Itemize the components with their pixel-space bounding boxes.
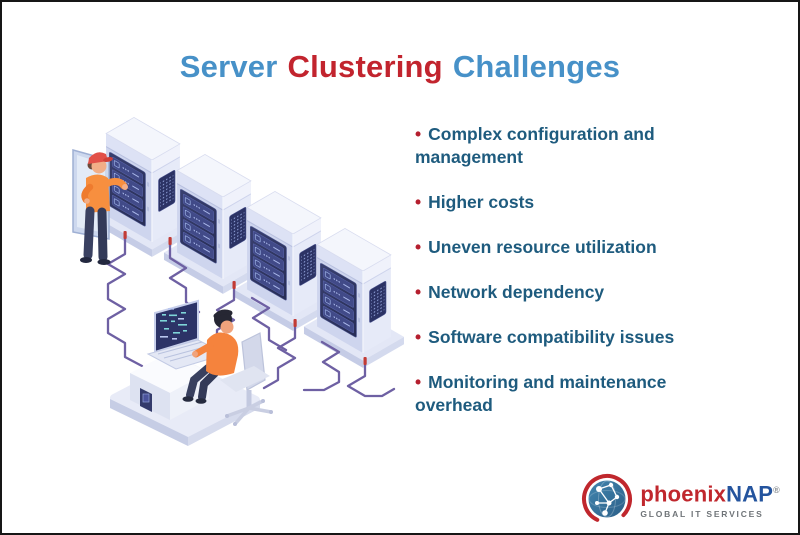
challenge-text: Complex configuration and management [415, 124, 655, 167]
logo-word-phoenix: phoenix [640, 481, 727, 507]
bullet-dot: • [415, 282, 422, 302]
bullet-dot: • [415, 372, 422, 392]
bullet-dot: • [415, 192, 422, 212]
logo-wordmark: phoenixNAP® [640, 479, 780, 505]
server-cluster-illustration [72, 116, 405, 446]
bullet-dot: • [415, 124, 422, 144]
phoenixnap-logo: phoenixNAP® GLOBAL IT SERVICES [581, 473, 780, 525]
registered-mark: ® [773, 485, 780, 496]
technician-figure-icon [80, 152, 128, 265]
title-word-challenges: Challenges [452, 48, 621, 84]
network-cable-icon [106, 236, 396, 398]
challenge-item-2: • Higher costs [415, 191, 711, 214]
title-word-server: Server [179, 48, 278, 84]
cable-connectors [123, 231, 367, 365]
logo-text: phoenixNAP® GLOBAL IT SERVICES [640, 479, 780, 519]
admin-desk-laptop-icon [110, 299, 273, 446]
challenge-item-5: • Software compatibility issues [415, 326, 711, 349]
challenge-text: Software compatibility issues [428, 327, 675, 347]
challenge-text: Uneven resource utilization [428, 237, 657, 257]
title-word-clustering: Clustering [287, 48, 443, 84]
bullet-dot: • [415, 237, 422, 257]
challenge-item-1: •Complex configuration and management [415, 123, 711, 169]
challenge-item-4: • Network dependency [415, 281, 711, 304]
challenge-text: Network dependency [428, 282, 605, 302]
bullet-dot: • [415, 327, 422, 347]
logo-tagline: GLOBAL IT SERVICES [640, 508, 764, 519]
challenges-list: •Complex configuration and management •H… [415, 123, 711, 439]
challenge-item-3: • Uneven resource utilization [415, 236, 711, 259]
challenge-text: Monitoring and maintenance overhead [415, 372, 667, 415]
server-tower-4 [303, 227, 405, 369]
logo-word-nap: NAP [726, 481, 774, 507]
challenge-text: Higher costs [428, 192, 535, 212]
challenge-item-6: •Monitoring and maintenance overhead [415, 371, 711, 417]
globe-network-icon [582, 474, 633, 524]
